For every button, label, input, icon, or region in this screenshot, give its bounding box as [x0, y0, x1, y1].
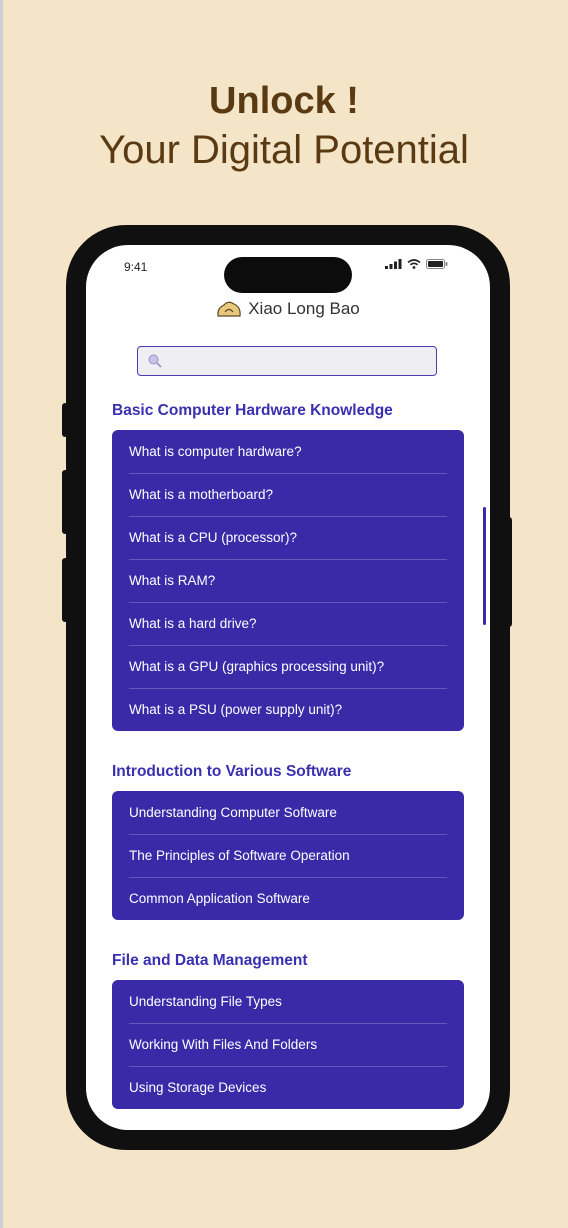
phone-power-button	[506, 517, 512, 627]
app-name: Xiao Long Bao	[248, 299, 360, 318]
section-list-file-management: Understanding File Types Working With Fi…	[112, 980, 464, 1109]
search-icon	[148, 354, 162, 368]
list-item[interactable]: What is a GPU (graphics processing unit)…	[112, 645, 464, 688]
app-screen: 9:41 Xiao Long Bao	[86, 245, 490, 1130]
list-item[interactable]: What is a CPU (processor)?	[112, 516, 464, 559]
list-item[interactable]: What is computer hardware?	[129, 444, 302, 459]
status-time: 9:41	[124, 260, 148, 274]
section-title-file-management: File and Data Management	[112, 952, 308, 969]
list-item[interactable]: Understanding Computer Software	[129, 805, 337, 820]
list-item[interactable]: Working With Files And Folders	[112, 1023, 464, 1066]
app-header: Xiao Long Bao	[86, 299, 490, 319]
headline-line-1: Unlock !	[209, 80, 359, 122]
phone-volume-down	[62, 558, 68, 622]
section-list-software: Understanding Computer Software The Prin…	[112, 791, 464, 920]
list-item[interactable]: What is a PSU (power supply unit)?	[112, 688, 464, 731]
cellular-signal-icon	[385, 259, 402, 269]
frame-edge	[0, 0, 3, 1228]
list-item[interactable]: What is a hard drive?	[112, 602, 464, 645]
list-item[interactable]: Understanding File Types	[129, 994, 282, 1009]
list-item[interactable]: The Principles of Software Operation	[112, 834, 464, 877]
dumpling-logo-icon	[217, 301, 241, 317]
list-item[interactable]: Using Storage Devices	[112, 1066, 464, 1109]
section-title-software: Introduction to Various Software	[112, 763, 352, 780]
list-item[interactable]: Common Application Software	[112, 877, 464, 920]
section-title-hardware: Basic Computer Hardware Knowledge	[112, 402, 393, 419]
list-item[interactable]: What is RAM?	[112, 559, 464, 602]
search-bar[interactable]	[137, 346, 437, 376]
headline-line-2: Your Digital Potential	[99, 128, 469, 172]
search-input[interactable]	[166, 350, 430, 374]
phone-mockup: 9:41 Xiao Long Bao	[62, 225, 512, 1150]
dynamic-island	[224, 257, 352, 293]
phone-volume-up	[62, 470, 68, 534]
phone-silent-switch	[62, 403, 68, 437]
promo-headline: Unlock ! Your Digital Potential	[0, 78, 568, 176]
wifi-icon	[407, 259, 421, 269]
battery-icon	[426, 259, 448, 269]
section-list-hardware: What is computer hardware? What is a mot…	[112, 430, 464, 731]
list-item[interactable]: What is a motherboard?	[112, 473, 464, 516]
scrollbar[interactable]	[483, 507, 486, 625]
status-icons	[385, 259, 448, 269]
